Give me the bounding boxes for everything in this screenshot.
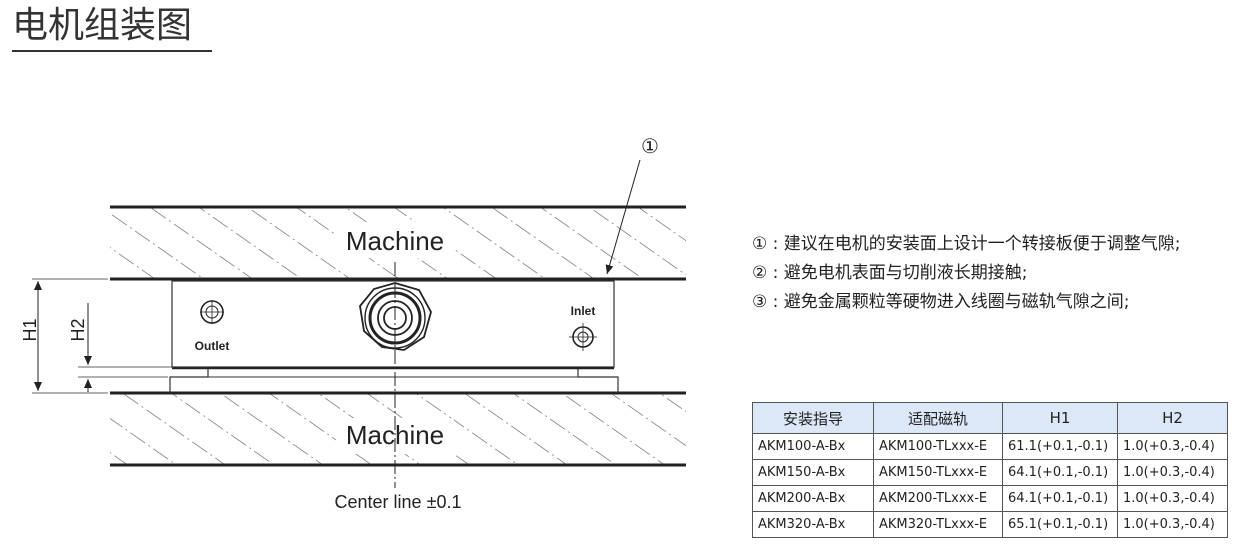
cell-track: AKM200-TLxxx-E [873,485,1003,512]
callout-1: ① [605,134,659,275]
note-1: ① : 建议在电机的安装面上设计一个转接板便于调整气隙; [752,234,1181,254]
cell-track: AKM100-TLxxx-E [873,433,1003,460]
header-h1: H1 [1002,402,1118,434]
cell-h2: 1.0(+0.3,-0.4) [1117,433,1228,460]
cell-model: AKM200-A-Bx [752,485,874,512]
table-row: AKM320-A-Bx AKM320-TLxxx-E 65.1(+0.1,-0.… [752,511,1228,538]
table-header-row: 安装指导 适配磁轨 H1 H2 [752,402,1228,434]
machine-top-label: Machine [346,226,444,256]
cell-h1: 64.1(+0.1,-0.1) [1002,459,1118,486]
page-title: 电机组装图 [12,5,193,46]
header-track: 适配磁轨 [873,402,1003,434]
cell-h1: 65.1(+0.1,-0.1) [1002,511,1118,538]
cell-model: AKM150-A-Bx [752,459,874,486]
cell-track: AKM320-TLxxx-E [873,511,1003,538]
center-line-label: Center line ±0.1 [335,492,462,512]
header-install-guide: 安装指导 [752,402,874,434]
header-h2: H2 [1117,402,1228,434]
cell-h1: 64.1(+0.1,-0.1) [1002,485,1118,512]
h2-dimension: H2 [68,303,210,392]
machine-top: Machine [110,205,686,281]
cell-track: AKM150-TLxxx-E [873,459,1003,486]
callout-1-label: ① [641,134,659,158]
table-row: AKM200-A-Bx AKM200-TLxxx-E 64.1(+0.1,-0.… [752,485,1228,512]
inlet-label: Inlet [571,304,596,318]
cell-model: AKM320-A-Bx [752,511,874,538]
outlet-label: Outlet [195,339,230,353]
spec-table: 安装指导 适配磁轨 H1 H2 AKM100-A-Bx AKM100-TLxxx… [752,402,1228,538]
title-underline [12,50,212,52]
machine-bottom: Machine [110,391,686,467]
notes-list: ① : 建议在电机的安装面上设计一个转接板便于调整气隙; ② : 避免电机表面与… [752,230,1181,317]
outlet-port: Outlet [195,300,230,353]
note-2: ② : 避免电机表面与切削液长期接触; [752,263,1028,283]
h1-dimension: H1 [20,278,108,394]
cell-h2: 1.0(+0.3,-0.4) [1117,485,1228,512]
table-row: AKM150-A-Bx AKM150-TLxxx-E 64.1(+0.1,-0.… [752,459,1228,486]
h1-label: H1 [20,318,40,341]
cell-h1: 61.1(+0.1,-0.1) [1002,433,1118,460]
h2-label: H2 [68,318,88,341]
cell-h2: 1.0(+0.3,-0.4) [1117,459,1228,486]
cell-model: AKM100-A-Bx [752,433,874,460]
inlet-port: Inlet [569,304,597,351]
note-3: ③ : 避免金属颗粒等硬物进入线圈与磁轨气隙之间; [752,292,1130,312]
cell-h2: 1.0(+0.3,-0.4) [1117,511,1228,538]
table-row: AKM100-A-Bx AKM100-TLxxx-E 61.1(+0.1,-0.… [752,433,1228,460]
